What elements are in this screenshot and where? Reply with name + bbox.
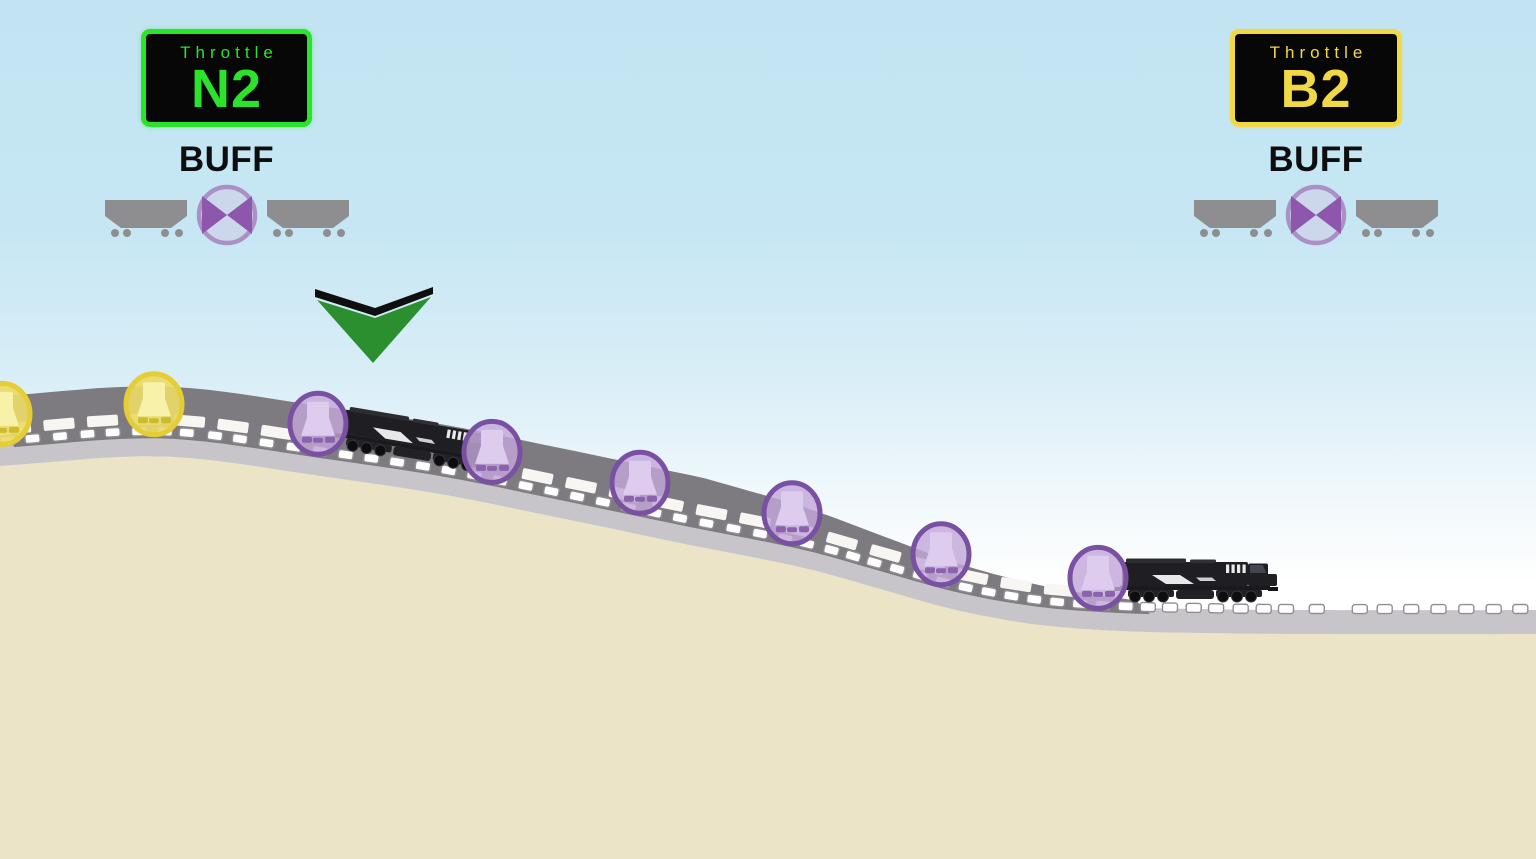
track-link <box>1402 603 1420 615</box>
track-link <box>414 460 432 473</box>
track-link <box>258 436 275 449</box>
arrow-chevron-stripe <box>315 287 433 316</box>
train-car <box>521 468 554 485</box>
lead-locomotive <box>1113 558 1279 603</box>
train-car <box>217 418 249 434</box>
coupler-marker-purple <box>910 521 972 588</box>
track-link <box>1025 593 1043 606</box>
track-link <box>1139 601 1157 613</box>
train-car <box>695 504 728 521</box>
buff-coupler-icon <box>196 184 257 246</box>
buff-indicator-row <box>1191 183 1441 247</box>
ground-earth <box>0 456 1536 859</box>
hopper-car-icon <box>1194 200 1276 237</box>
track-link <box>1512 603 1529 615</box>
track-link <box>865 555 883 569</box>
train-car <box>1043 583 1076 597</box>
hopper-car-icon <box>104 200 187 237</box>
force-label-buff: BUFF <box>1268 140 1364 179</box>
train-car <box>260 424 293 440</box>
coupler-markers <box>0 371 1129 611</box>
throttle-label: Throttle <box>1269 43 1368 62</box>
throttle-display-left: Throttle N2 <box>141 29 312 127</box>
track-link <box>1255 603 1272 615</box>
track-link <box>1308 603 1326 615</box>
hopper-car-icon <box>266 200 349 237</box>
arrow-down-icon <box>317 297 431 363</box>
track-link <box>104 426 121 438</box>
coupler-marker-purple <box>761 480 823 547</box>
throttle-hud-left: Throttle N2 BUFF <box>104 29 349 247</box>
track-link <box>1207 603 1225 614</box>
track-link <box>388 456 406 469</box>
track-link <box>1351 603 1369 615</box>
track-link <box>231 433 249 445</box>
track-link <box>517 479 535 493</box>
track-link <box>1277 603 1295 615</box>
track-link <box>206 429 224 442</box>
coupler-marker-yellow <box>123 371 185 438</box>
buff-indicator-row <box>102 183 352 247</box>
track-link <box>697 517 715 530</box>
track-link <box>980 585 998 598</box>
track-link <box>594 495 612 509</box>
track-link <box>751 527 769 540</box>
track-link <box>822 543 841 557</box>
coupler-marker-purple <box>461 418 523 485</box>
track-link <box>178 427 196 439</box>
train-car <box>1000 577 1032 593</box>
track-link <box>24 432 41 445</box>
train-car <box>826 531 858 551</box>
track-link <box>1048 596 1066 608</box>
track-link <box>725 522 742 535</box>
track-link <box>1117 600 1134 612</box>
buff-coupler-icon <box>1285 184 1347 246</box>
track-link <box>957 581 975 594</box>
roadbed-band <box>0 432 1536 635</box>
throttle-hud-right: Throttle B2 BUFF <box>1194 29 1438 247</box>
track-link <box>1161 602 1179 613</box>
track-link <box>1232 603 1249 614</box>
throttle-label: Throttle <box>180 43 278 62</box>
throttle-display-right: Throttle B2 <box>1230 29 1402 127</box>
track-link <box>1430 603 1447 615</box>
track-link <box>542 485 560 498</box>
track-link <box>1185 602 1202 614</box>
track-link <box>337 448 355 461</box>
track-link <box>1002 589 1020 602</box>
train-car <box>869 544 902 563</box>
track-link <box>888 562 906 576</box>
force-label-buff: BUFF <box>178 140 275 179</box>
train-car <box>43 417 75 431</box>
hopper-car-icon <box>1356 200 1438 237</box>
throttle-value: B2 <box>1280 59 1352 119</box>
track-link <box>79 428 96 440</box>
coupler-marker-purple <box>609 449 671 516</box>
coupler-marker-purple <box>1067 544 1129 611</box>
throttle-value: N2 <box>190 59 263 119</box>
train-car <box>565 477 597 494</box>
track-link <box>1376 603 1393 615</box>
coupler-marker-yellow <box>0 380 33 447</box>
track-link <box>362 452 380 465</box>
track-link <box>1458 603 1475 615</box>
coupler-marker-purple <box>287 390 349 457</box>
track-link <box>51 430 69 442</box>
track-link <box>568 490 586 503</box>
track-link <box>1485 603 1502 615</box>
track-link <box>671 511 689 525</box>
position-arrow <box>315 287 433 363</box>
train-car <box>86 414 119 428</box>
track-link <box>844 549 862 563</box>
